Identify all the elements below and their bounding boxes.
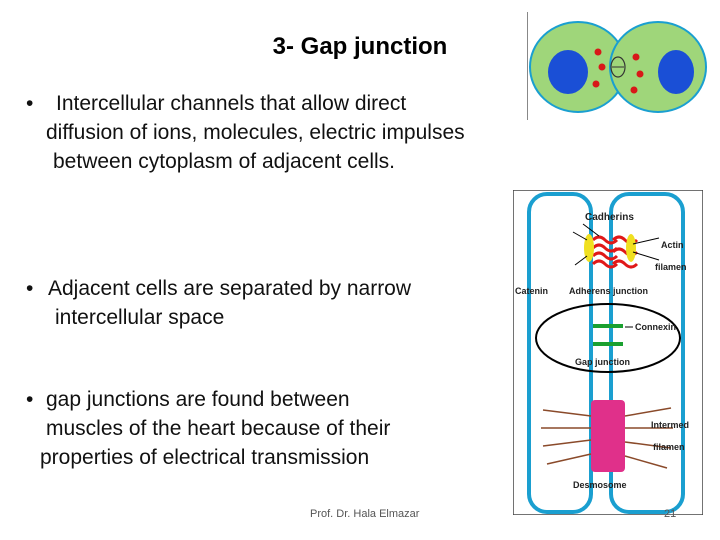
- label-actin-2: filamen: [655, 262, 687, 272]
- left-nucleus: [548, 50, 588, 94]
- page-number: 21: [664, 508, 677, 520]
- label-catenin: Catenin: [515, 286, 548, 296]
- footer-author: Prof. Dr. Hala Elmazar: [310, 508, 420, 520]
- bullet-1-line-1: Intercellular channels that allow direct: [56, 92, 407, 115]
- bullet-2: • Adjacent cells are separated by narrow…: [26, 274, 526, 332]
- gap-junction-oval: [535, 303, 681, 373]
- label-adherens-junction: Adherens junction: [569, 286, 648, 296]
- label-cadherins: Cadherins: [585, 212, 634, 223]
- connexin-bar-top: [593, 324, 623, 328]
- label-intermed: Intermed: [651, 420, 689, 430]
- divider-line: [527, 12, 528, 120]
- two-cells-illustration: [528, 12, 708, 122]
- connexin-bar-bottom: [593, 342, 623, 346]
- right-nucleus: [658, 50, 694, 94]
- bullet-2-symbol: •: [26, 277, 34, 300]
- slide-title-text: 3- Gap junction: [272, 33, 448, 60]
- label-intermed-2: filamen: [653, 442, 685, 452]
- bullet-3-line-1: gap junctions are found between: [46, 388, 350, 411]
- bullet-3: • gap junctions are found between muscle…: [26, 385, 506, 472]
- label-gap-junction: Gap junction: [575, 357, 630, 367]
- bullet-1: • Intercellular channels that allow dire…: [26, 89, 586, 176]
- junctions-diagram: Cadherins Actin filamen Catenin Adherens…: [513, 190, 703, 515]
- desmosome-plaque: [591, 400, 625, 472]
- intermediate-filaments: [541, 407, 673, 469]
- bullet-2-line-1: Adjacent cells are separated by narrow: [48, 277, 412, 300]
- bullet-1-line-2: diffusion of ions, molecules, electric i…: [46, 121, 465, 144]
- label-actin: Actin: [661, 240, 684, 250]
- slide-title: 3- Gap junction: [0, 33, 720, 61]
- bullet-2-line-2: intercellular space: [55, 306, 225, 329]
- bullet-3-line-2: muscles of the heart because of their: [46, 417, 391, 440]
- bullet-1-symbol: •: [26, 92, 34, 115]
- left-cell-membrane: [527, 192, 593, 514]
- bullet-3-symbol: •: [26, 388, 34, 411]
- bullet-1-line-3: between cytoplasm of adjacent cells.: [53, 150, 396, 173]
- bullet-3-line-3: properties of electrical transmission: [40, 446, 370, 469]
- label-desmosome: Desmosome: [573, 480, 627, 490]
- right-cell-membrane: [609, 192, 685, 514]
- catenin-right: [626, 234, 636, 262]
- gap-junction-channel: [610, 56, 626, 78]
- label-connexin: Connexin: [635, 322, 676, 332]
- catenin-left: [584, 234, 594, 262]
